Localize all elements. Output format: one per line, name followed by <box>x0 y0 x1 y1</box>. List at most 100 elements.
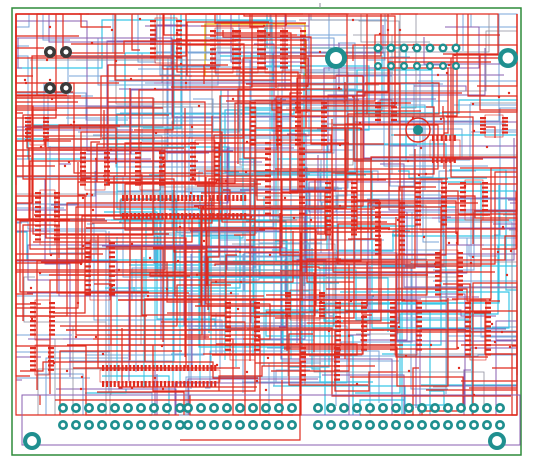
via <box>268 253 272 257</box>
smd-pad <box>190 151 196 154</box>
smd-pad <box>135 161 141 164</box>
smd-pad <box>35 196 41 199</box>
smd-pad <box>171 365 174 371</box>
smd-pad <box>105 365 109 371</box>
smd-pad <box>415 200 421 203</box>
smd-pad <box>361 302 367 305</box>
smd-pad <box>254 320 260 323</box>
smd-pad <box>187 365 190 371</box>
smd-pad <box>188 195 192 201</box>
header-pad-hole <box>419 405 425 411</box>
smd-pad <box>276 134 282 137</box>
smd-pad <box>276 102 282 105</box>
smd-pad <box>80 165 86 168</box>
chip-body <box>194 139 216 186</box>
via <box>184 81 188 85</box>
cyan-trace <box>279 309 284 349</box>
smd-pad <box>109 274 115 277</box>
smd-pad <box>30 306 36 309</box>
smd-pad <box>265 152 271 156</box>
via <box>422 235 426 239</box>
smd-pad <box>480 127 486 130</box>
via <box>50 97 54 101</box>
smd-pad <box>300 351 306 354</box>
smd-pad <box>399 206 405 209</box>
smd-pad <box>335 302 341 305</box>
smd-pad <box>30 315 36 318</box>
smd-pad <box>299 158 305 161</box>
smd-pad <box>285 305 291 308</box>
smd-pad <box>225 302 231 305</box>
via <box>284 22 288 26</box>
smd-pad <box>198 365 201 371</box>
via <box>490 322 494 326</box>
via <box>101 352 105 356</box>
via <box>378 32 382 36</box>
smd-pad <box>482 186 488 189</box>
header-pad-hole <box>497 422 503 428</box>
smd-pad <box>179 381 182 387</box>
red-trace <box>36 260 41 390</box>
header-pad-hole <box>315 405 321 411</box>
header-pad-hole <box>237 405 243 411</box>
smd-pad <box>159 156 165 159</box>
smd-pad <box>150 51 156 55</box>
red-trace <box>344 106 443 175</box>
smd-pad <box>228 213 231 219</box>
header-pad-hole <box>224 422 230 428</box>
smd-pad <box>375 239 381 242</box>
via <box>337 86 341 90</box>
smd-pad <box>334 360 340 363</box>
smd-pad <box>485 325 491 328</box>
smd-pad <box>250 138 256 141</box>
mounting-holes <box>23 43 518 450</box>
smd-pad <box>150 47 156 50</box>
red-trace <box>376 67 449 169</box>
smd-pad <box>54 224 60 227</box>
grey-trace <box>15 135 310 195</box>
smd-pad <box>176 24 182 27</box>
smd-pad <box>49 324 55 327</box>
header-pad-hole <box>419 422 425 428</box>
smd-pad <box>104 174 110 177</box>
smd-pad <box>299 174 305 177</box>
smd-pad <box>457 293 463 296</box>
smd-pad <box>415 214 421 217</box>
smd-pad <box>54 201 60 204</box>
via <box>283 196 287 200</box>
header-pad-hole <box>185 405 191 411</box>
smd-pad <box>80 179 86 182</box>
connector-hole <box>415 64 419 68</box>
via <box>161 387 165 391</box>
smd-pad <box>190 142 196 145</box>
smd-pad <box>299 152 305 156</box>
via <box>500 330 504 334</box>
smd-pad <box>482 182 488 185</box>
smd-pad <box>140 365 143 371</box>
header-pad-hole <box>289 405 295 411</box>
smd-pad <box>351 200 357 203</box>
smd-pad <box>225 348 231 351</box>
smd-pad <box>210 43 216 46</box>
cyan-trace <box>265 309 377 415</box>
smd-pad <box>141 213 144 219</box>
smd-pad <box>202 365 205 371</box>
smd-pad <box>144 381 147 387</box>
smd-pad <box>250 102 256 105</box>
smd-pad <box>457 265 463 268</box>
smd-pad <box>276 111 282 114</box>
smd-pad <box>260 43 266 46</box>
header-pad-hole <box>250 405 256 411</box>
smd-pad <box>260 61 266 65</box>
via <box>244 170 248 174</box>
smd-pad <box>319 301 325 304</box>
smd-pad <box>49 315 55 318</box>
red-trace <box>45 137 209 338</box>
smd-pad <box>35 219 41 223</box>
smd-pad <box>299 180 305 183</box>
smd-pad <box>351 224 357 227</box>
header-pad-hole <box>380 422 386 428</box>
smd-pad <box>416 339 422 342</box>
smd-pad <box>445 135 448 141</box>
smd-pad <box>49 320 55 323</box>
